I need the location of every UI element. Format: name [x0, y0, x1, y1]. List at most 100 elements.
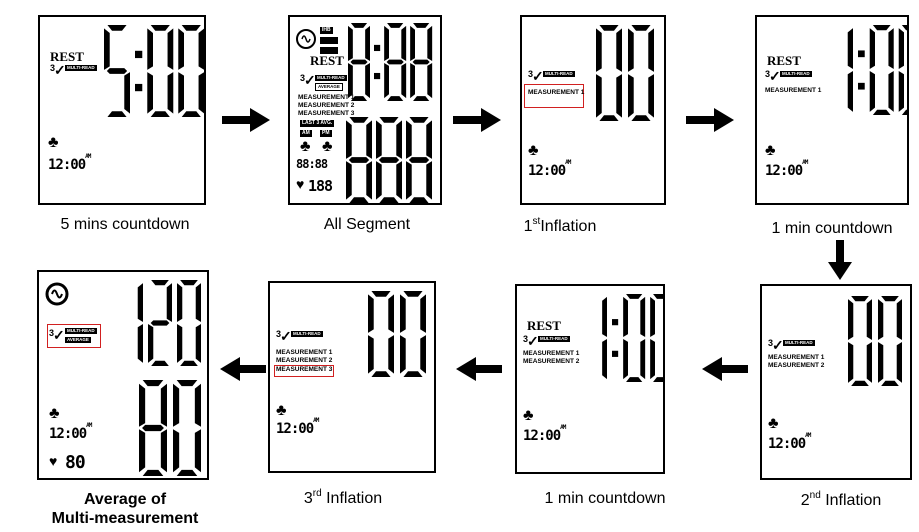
- lcd-segment: [139, 429, 146, 473]
- lcd-segment: [896, 299, 902, 340]
- arrow-down-icon: [828, 240, 852, 280]
- clock-readout: 12:00AM: [48, 153, 91, 173]
- user-icon: ♣: [765, 142, 776, 159]
- lcd-segment: [142, 380, 164, 387]
- lcd-colon: [858, 50, 865, 58]
- lcd-segment: [350, 96, 368, 101]
- lcd-segment: [648, 28, 654, 72]
- lcd-segment: [368, 294, 374, 333]
- highlight-box: [524, 84, 584, 108]
- lcd-segment: [866, 299, 872, 340]
- lcd-segment: [403, 291, 423, 297]
- memory-badge: [320, 47, 338, 54]
- lcd-segment: [881, 296, 899, 302]
- rest-label: REST: [527, 318, 561, 333]
- lcd-segment: [878, 299, 884, 340]
- multi-read-count: 3: [300, 73, 306, 83]
- user-icon: ♣: [768, 415, 779, 432]
- lcd-segment: [137, 324, 143, 363]
- lcd-segment: [901, 25, 907, 31]
- lcd-segment: [413, 23, 430, 28]
- lcd-segment: [124, 72, 130, 114]
- multi-read-badge: MULTI-READ: [65, 65, 97, 71]
- checkmark-icon: ✓: [53, 327, 65, 343]
- panel-5-min-countdown: REST 3 ✓ MULTI-READ ♣ 12:00AM: [38, 15, 206, 205]
- lcd-segment: [878, 342, 884, 383]
- lcd-segment: [596, 74, 602, 118]
- lcd-segment: [167, 72, 174, 114]
- lcd-segment: [409, 197, 429, 203]
- caption-number: 2: [800, 492, 810, 509]
- panel-all-segment: IHB REST 3 ✓ MULTI-READ AVERAGE MEASUREM…: [288, 15, 442, 205]
- clock-readout: 12:00AM: [768, 432, 811, 452]
- caption-text: Inflation: [321, 490, 383, 507]
- panel-3rd-inflation: 3 ✓ MULTI-READ MEASUREMENT 1 MEASUREMENT…: [268, 281, 436, 473]
- lcd-segment: [349, 197, 369, 203]
- measurement-1: MEASUREMENT 1: [528, 89, 585, 96]
- lcd-segment: [177, 324, 183, 363]
- lcd-segment: [901, 109, 907, 115]
- lcd-colon: [374, 72, 381, 80]
- lcd-colon: [135, 83, 143, 92]
- clock-readout: 12:00AM: [276, 417, 319, 437]
- user-icon: ♣: [528, 142, 539, 159]
- lcd-segment: [396, 161, 402, 200]
- multi-read-badge: MULTI-READ: [538, 336, 570, 342]
- caption-3rd-inflation: 3rd Inflation: [288, 488, 398, 508]
- lcd-segment: [107, 111, 127, 117]
- lcd-segment: [406, 161, 412, 200]
- caption-number: 3: [303, 490, 313, 507]
- lcd-segment: [386, 59, 404, 65]
- caption-average: Average of Multi-measurement: [20, 490, 230, 528]
- caption-5-min-countdown: 5 mins countdown: [60, 216, 190, 233]
- multi-read-count: 3: [276, 329, 282, 339]
- caption-text: Inflation: [540, 218, 597, 235]
- lcd-segment: [150, 320, 170, 326]
- lcd-segment: [848, 299, 854, 340]
- lcd-segment: [368, 335, 374, 374]
- checkmark-icon: ✓: [54, 62, 66, 78]
- user-icon: ♣: [276, 402, 287, 419]
- lcd-colon: [374, 44, 381, 52]
- highlight-box: [47, 324, 101, 348]
- lcd-segment: [623, 296, 628, 338]
- lcd-segment: [371, 371, 391, 377]
- main-display-digits: [848, 296, 902, 386]
- diastolic-digits: [139, 380, 201, 476]
- clock-readout: 12:00AM: [523, 424, 566, 444]
- lcd-segment: [348, 157, 370, 163]
- measurement-3: MEASUREMENT 3: [276, 366, 333, 373]
- caption-ordinal: rd: [312, 488, 322, 499]
- lcd-segment: [178, 28, 184, 70]
- lcd-segment: [400, 294, 406, 333]
- lcd-segment: [631, 115, 651, 121]
- lcd-segment: [847, 71, 853, 112]
- rest-label: REST: [767, 53, 801, 68]
- measurement-1: MEASUREMENT 1: [765, 87, 822, 94]
- lcd-segment: [872, 109, 891, 115]
- user-icon: ♣: [49, 405, 60, 422]
- lcd-segment: [888, 71, 894, 112]
- lcd-segment: [350, 59, 368, 65]
- lcd-segment: [167, 28, 174, 70]
- measurement-2: MEASUREMENT 2: [298, 102, 355, 109]
- lcd-segment: [898, 71, 904, 112]
- lcd-segment: [142, 469, 164, 476]
- lcd-segment: [388, 294, 394, 333]
- lcd-segment: [869, 28, 875, 69]
- systolic-digits: [137, 280, 201, 366]
- lcd-segment: [366, 120, 372, 159]
- lcd-segment: [194, 429, 201, 473]
- lcd-segment: [602, 296, 607, 338]
- main-display-digits: [104, 25, 204, 117]
- multi-read-badge: MULTI-READ: [315, 75, 347, 81]
- lcd-segment: [426, 161, 432, 200]
- measurement-1: MEASUREMENT 1: [298, 94, 355, 101]
- lcd-segment: [410, 25, 415, 62]
- lcd-segment: [427, 25, 433, 62]
- lcd-segment: [401, 25, 407, 62]
- lcd-colon: [858, 82, 865, 90]
- lcd-segment: [427, 62, 433, 99]
- lcd-colon: [612, 350, 619, 357]
- lcd-segment: [349, 117, 369, 123]
